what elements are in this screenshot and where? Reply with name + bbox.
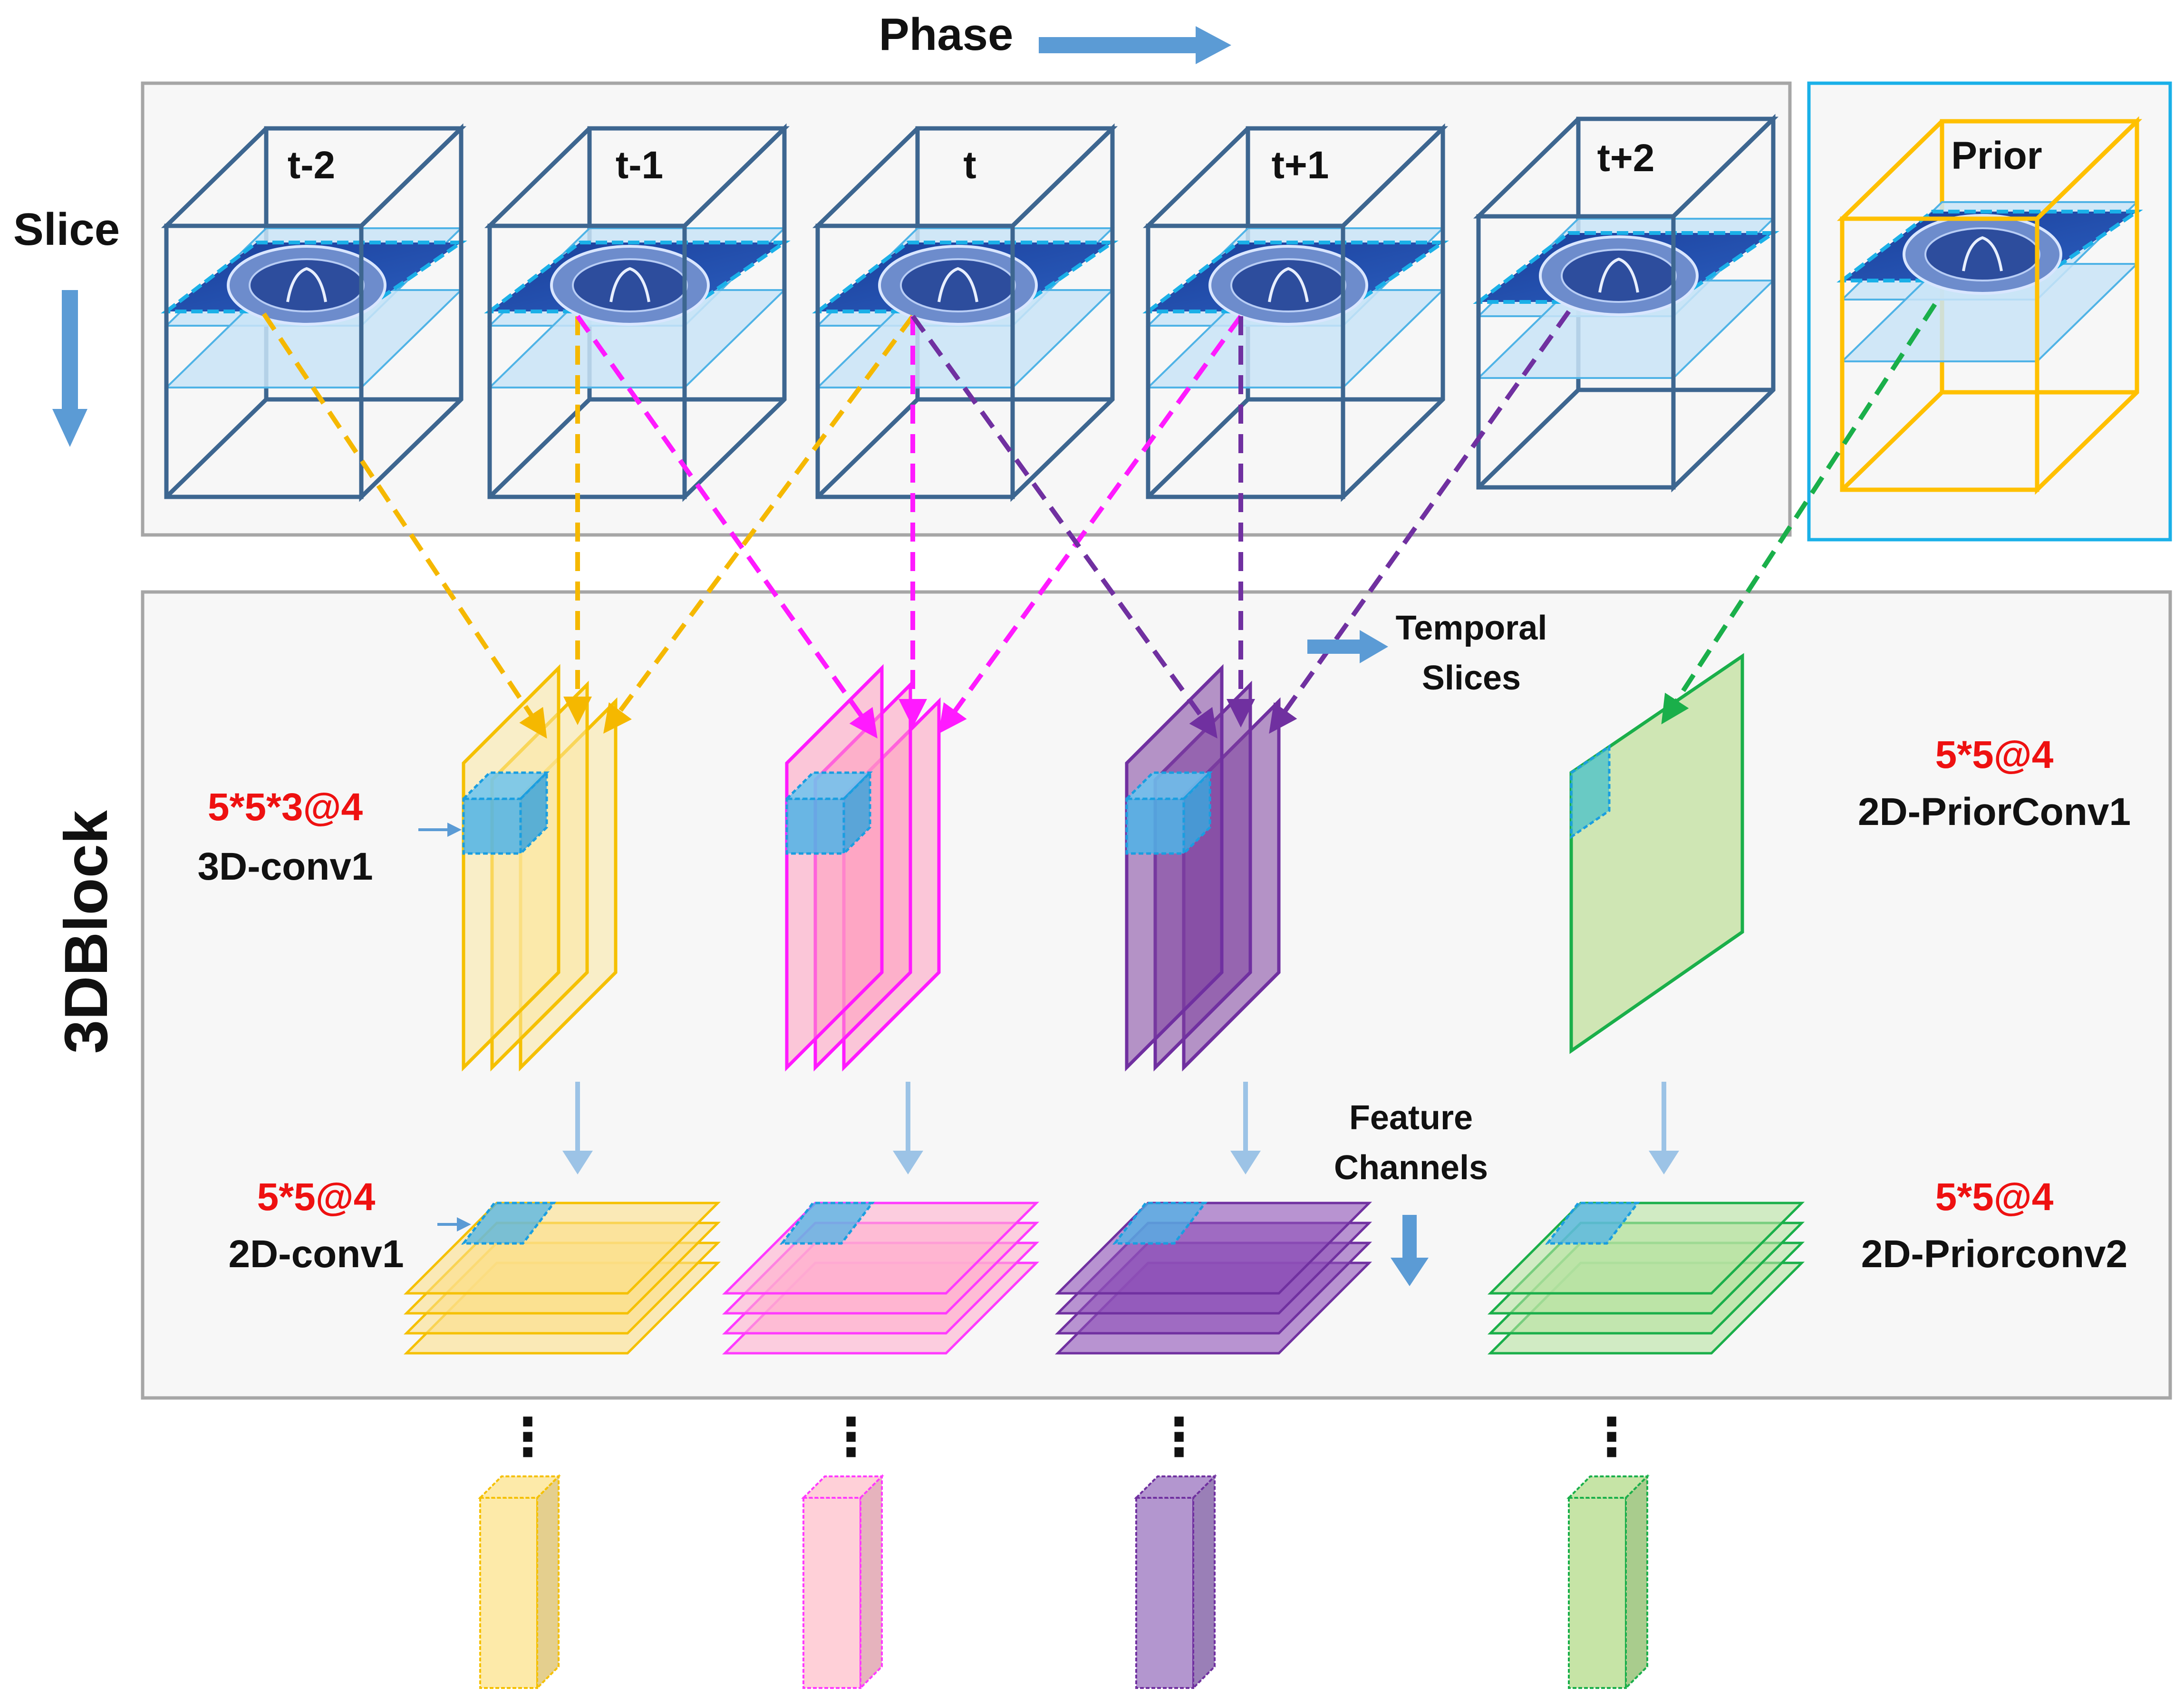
yellow-feature-sheet	[462, 664, 560, 1072]
mri-organ	[1268, 267, 1309, 302]
cube-back-edge	[816, 398, 919, 499]
2d-conv1-kernel-label: 5*5@4	[257, 1175, 376, 1219]
arrow-t-to-purple	[910, 315, 1218, 739]
prior-conv1-name-label: 2D-PriorConv1	[1858, 790, 2131, 834]
magenta-prism-front	[802, 1497, 861, 1689]
feature-channels-label-line1: Feature	[1349, 1099, 1473, 1137]
green-prism-front	[1568, 1497, 1627, 1689]
kernel-highlight-3d-side	[842, 769, 871, 857]
temporal-slices-label-line2: Slices	[1422, 659, 1521, 697]
arrow-t+2-to-purple	[1269, 310, 1571, 734]
mri-body-inner	[249, 258, 365, 312]
mri-organ	[1598, 257, 1639, 293]
temporal-slices-label-line1: Temporal	[1396, 609, 1547, 647]
temporal-arrow-icon	[1307, 630, 1388, 663]
feature-channels-arrow-icon	[1391, 1215, 1429, 1286]
purple-prism-side	[1192, 1474, 1216, 1690]
phase-label-t-2: t-2	[288, 144, 335, 187]
cube-side-face	[1010, 123, 1115, 502]
mri-organ	[609, 267, 650, 302]
cube-side-face	[682, 123, 787, 502]
feature-channels-label-line2: Channels	[1334, 1149, 1488, 1187]
3dblock-title: 3DBlock	[52, 810, 120, 1054]
cube-back-edge	[1477, 388, 1580, 489]
phase-cube-3	[1142, 123, 1449, 502]
magenta-prism-side	[860, 1474, 883, 1690]
cube-back-edge	[488, 398, 591, 499]
yellow-prism-front	[479, 1497, 538, 1689]
kernel-highlight-3d	[785, 797, 845, 855]
prior-conv2-name-label: 2D-Priorconv2	[1861, 1232, 2128, 1276]
ellipsis-green: ⋮	[1585, 1408, 1638, 1466]
cube-side-face	[2035, 116, 2139, 495]
phase-cube-0	[161, 123, 467, 502]
phase-cube-1	[484, 123, 791, 502]
kernel-highlight-2d	[1112, 1202, 1208, 1245]
2d-conv1-name-label: 2D-conv1	[228, 1232, 404, 1276]
feature-maps	[403, 653, 1805, 1690]
ellipsis-purple: ⋮	[1153, 1408, 1205, 1466]
prior-label: Prior	[1951, 134, 2042, 177]
prior-conv2-kernel-label: 5*5@4	[1935, 1175, 2054, 1219]
phase-arrow-icon	[1039, 26, 1231, 64]
phase-label-t: t	[963, 144, 976, 187]
magenta-feature-sheet	[785, 664, 884, 1072]
arrow-t-1-to-magenta	[575, 315, 878, 739]
ellipsis-yellow: ⋮	[502, 1408, 554, 1466]
kernel-highlight-2d	[779, 1202, 875, 1245]
arrow-t-to-yellow	[603, 315, 915, 734]
mri-organ	[937, 267, 978, 302]
green-prism-side	[1625, 1474, 1648, 1690]
slice-arrow-icon	[52, 290, 87, 447]
mri-organ	[1962, 236, 2003, 272]
phase-label-t+1: t+1	[1272, 144, 1329, 187]
arrow-t-2-to-yellow	[261, 312, 547, 739]
kernel-highlight-3d-side	[1182, 769, 1211, 857]
cube-side-face	[1671, 114, 1776, 493]
phase-cube-4	[1473, 114, 1779, 493]
cube-side-face	[359, 123, 464, 502]
down-arrow-head	[1230, 1151, 1261, 1174]
down-arrow-head	[1649, 1151, 1679, 1174]
phase-label-t+2: t+2	[1597, 136, 1655, 180]
3d-conv1-name-label: 3D-conv1	[197, 845, 373, 888]
cube-back-edge	[164, 398, 268, 499]
cube-back-edge	[1146, 398, 1250, 499]
down-arrow-head	[893, 1151, 923, 1174]
kernel-highlight-2d	[461, 1202, 557, 1245]
phase-axis-label: Phase	[879, 9, 1014, 60]
kernel-highlight-3d	[1125, 797, 1185, 855]
phase-cube-2	[812, 123, 1119, 502]
arrow-t+1-to-magenta	[938, 315, 1243, 734]
slice-axis-label: Slice	[13, 204, 120, 255]
kernel-highlight-2d	[1545, 1202, 1641, 1245]
arrow-prior-to-green	[1661, 303, 1937, 725]
3d-conv1-kernel-label: 5*5*3@4	[208, 786, 363, 829]
mri-body-inner	[572, 258, 688, 312]
yellow-prism-side	[536, 1474, 560, 1690]
mri-organ	[286, 267, 327, 302]
phase-label-t-1: t-1	[616, 144, 663, 187]
connection-arrows	[261, 303, 1937, 739]
input-cubes	[161, 114, 2143, 502]
ellipsis-magenta: ⋮	[825, 1408, 877, 1466]
kernel-highlight-3d	[462, 797, 522, 855]
kernel-highlight-prior	[1570, 744, 1611, 839]
kernel-highlight-3d-side	[519, 769, 548, 857]
mri-body-inner	[1924, 227, 2040, 281]
mri-body-inner	[1561, 249, 1677, 303]
mri-body-inner	[1230, 258, 1346, 312]
down-arrow-head	[562, 1151, 593, 1174]
purple-prism-front	[1135, 1497, 1194, 1689]
cube-side-face	[1341, 123, 1445, 502]
prior-conv1-kernel-label: 5*5@4	[1935, 733, 2054, 776]
mri-body-inner	[900, 258, 1016, 312]
cube-back-edge	[1840, 390, 1944, 492]
